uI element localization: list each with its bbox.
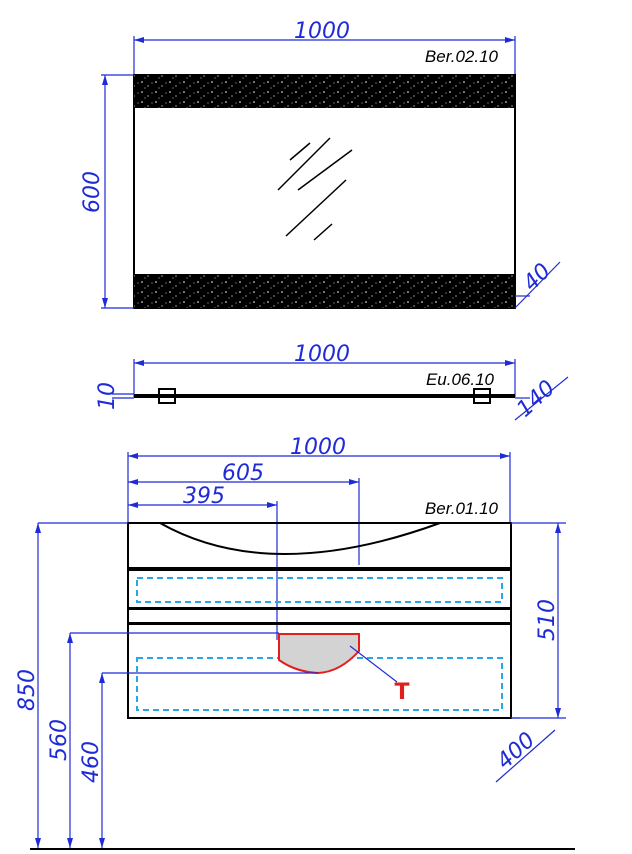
cabinet-width-label: 1000	[290, 435, 346, 460]
cabinet-code-label: Ber.01.10	[425, 499, 499, 518]
upper-drawer-inner	[136, 577, 503, 603]
mirror-glass-reflection	[277, 137, 353, 241]
shelf-bracket-right	[473, 388, 491, 404]
cabinet-offset-395-label: 395	[183, 484, 225, 509]
mirror-top-band	[134, 75, 515, 108]
mirror-view: 1000 Ber.02.10 600 40	[80, 19, 561, 309]
siphon-marker: T	[394, 680, 409, 705]
drawer-gap-rail	[127, 608, 512, 624]
mirror-frame	[133, 74, 516, 309]
cabinet-offset-605-label: 605	[222, 461, 264, 486]
basin-outline	[159, 522, 441, 555]
shelf-width-label: 1000	[294, 342, 350, 367]
mirror-bottom-band	[134, 274, 515, 308]
shelf-bracket-left	[158, 388, 176, 404]
cabinet-view: 1000 605 395 Ber.01.10 T 51	[15, 435, 575, 850]
cabinet-countertop	[127, 522, 512, 569]
cabinet-depth-label: 400	[492, 728, 540, 775]
shelf-thickness-label: 10	[95, 382, 120, 410]
mirror-code-label: Ber.02.10	[425, 47, 499, 66]
mirror-width-label: 1000	[294, 19, 350, 44]
height-460-label: 460	[79, 741, 104, 783]
height-560-label: 560	[47, 719, 72, 761]
shelf-code-label: Eu.06.10	[426, 370, 495, 389]
shelf-depth-label: 140	[512, 376, 560, 423]
lower-drawer	[127, 623, 512, 719]
mirror-height-label: 600	[80, 171, 105, 213]
shelf-view: 1000 Eu.06.10 10 140	[95, 342, 569, 423]
shelf-board	[134, 394, 515, 398]
total-height-850-label: 850	[15, 669, 40, 711]
siphon-cutout	[278, 633, 360, 675]
mirror-depth-label: 40	[519, 259, 556, 296]
cabinet-height-label: 510	[535, 599, 560, 641]
